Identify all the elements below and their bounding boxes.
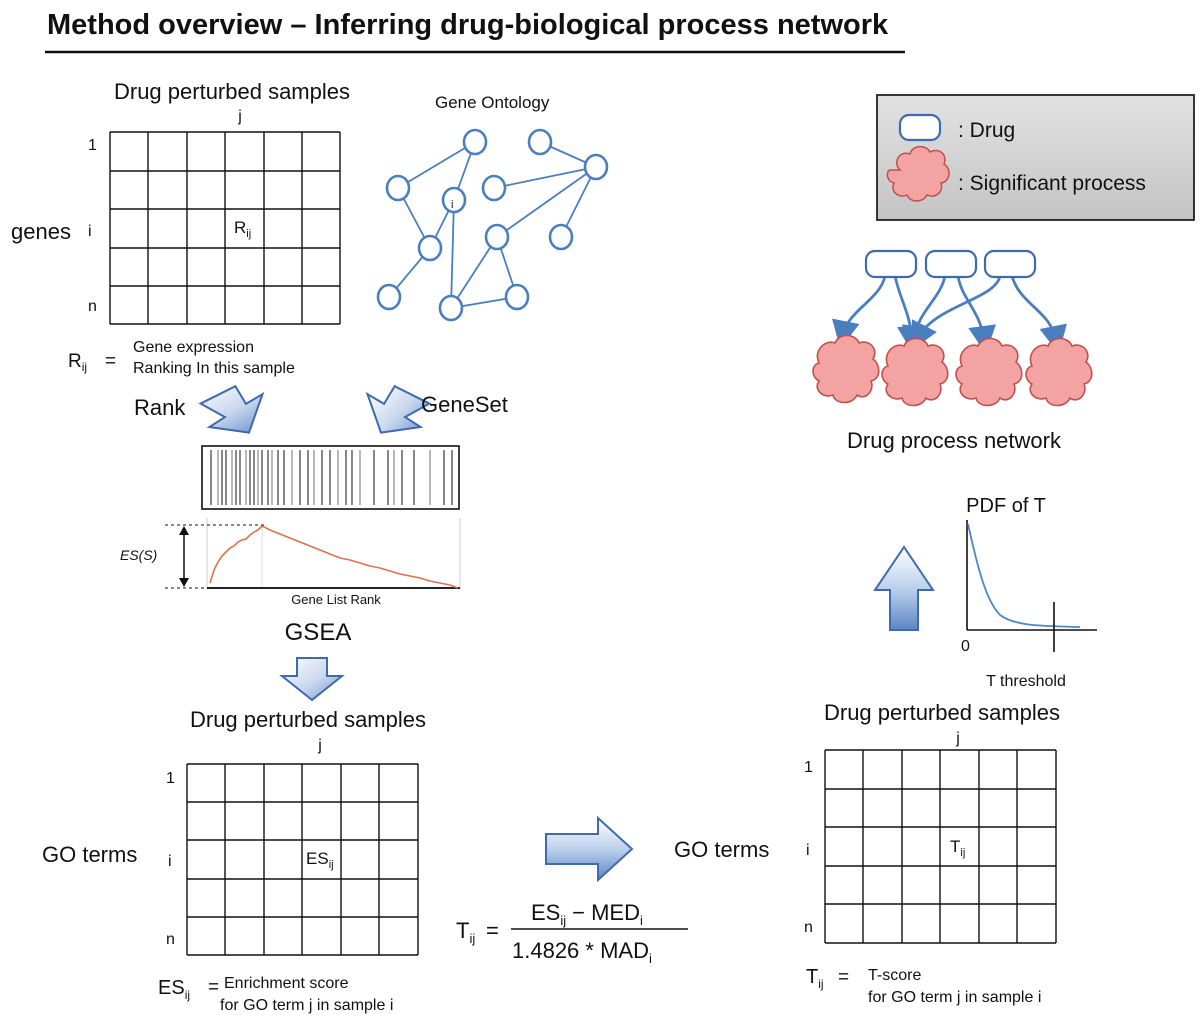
matrix-br-col-index: j [955, 730, 960, 747]
t-score-formula: Tij = ESij− MEDi 1.4826 * MADi [456, 900, 688, 966]
matrix-br-header: Drug perturbed samples [824, 700, 1060, 725]
pdf-curve [967, 523, 1081, 628]
es-symbol: ESij [158, 977, 190, 1002]
legend-drug-label: : Drug [958, 119, 1015, 142]
t-def-line2: for GO term j in sample i [868, 989, 1041, 1006]
right-arrow [545, 815, 634, 883]
gsea-xlabel: Gene List Rank [291, 592, 381, 607]
formula-lhs: Tij [456, 918, 475, 946]
gene-ontology-label: Gene Ontology [435, 93, 550, 112]
gsea-es-plot: ES(S) Gene List Rank [120, 518, 461, 607]
matrix-br-cell: Tij [950, 837, 965, 859]
t-score-matrix: Drug perturbed samples j GO terms 1 i n … [674, 700, 1060, 944]
matrix-br-row-i: i [806, 842, 810, 859]
matrix-br-row-label: GO terms [674, 837, 769, 862]
process-node [812, 334, 880, 404]
gene-ontology-graph: Gene Ontology [376, 93, 609, 322]
matrix-top-header: Drug perturbed samples [114, 79, 350, 104]
matrix-bl-grid [186, 763, 419, 956]
t-equals: = [838, 967, 849, 988]
drug-node [864, 249, 918, 279]
rij-symbol: Rij [68, 351, 87, 374]
es-curve [209, 525, 459, 589]
process-node [955, 337, 1023, 407]
geneset-label: GeneSet [421, 392, 508, 417]
drug-node [983, 249, 1037, 279]
up-arrow [873, 545, 935, 631]
matrix-bl-row-first: 1 [166, 770, 175, 787]
t-symbol: Tij [806, 966, 824, 991]
es-def-line2: for GO term j in sample i [220, 997, 393, 1014]
network-edges [832, 275, 1067, 354]
gsea-name: GSEA [285, 619, 352, 646]
legend-process-icon [886, 145, 950, 202]
pdf-origin: 0 [961, 638, 970, 655]
gene-rank-matrix: Drug perturbed samples j genes 1 i n Rij [11, 79, 350, 325]
matrix-bl-row-label: GO terms [42, 842, 137, 867]
formula-denominator: 1.4826 * MADi [512, 938, 652, 966]
es-matrix: Drug perturbed samples j GO terms 1 i n … [42, 707, 426, 956]
pdf-title: PDF of T [966, 495, 1046, 517]
formula-numerator: ESij− MEDi [531, 900, 643, 928]
process-node [881, 337, 949, 407]
es-definition: ESij = Enrichment score for GO term j in… [158, 975, 393, 1014]
es-label: ES(S) [120, 547, 157, 563]
drug-node [924, 249, 978, 279]
es-equals: = [208, 977, 219, 998]
matrix-br-row-first: 1 [804, 759, 813, 776]
rank-arrow [198, 384, 265, 434]
formula-equals: = [486, 918, 499, 943]
go-nodes [376, 128, 609, 322]
t-def-line1: T-score [868, 967, 921, 984]
matrix-bl-row-last: n [166, 931, 175, 948]
matrix-top-row-last: n [88, 298, 97, 315]
matrix-br-grid [824, 749, 1057, 944]
legend-drug-icon [898, 113, 942, 142]
rij-equals: = [105, 351, 116, 372]
matrix-bl-col-index: j [317, 737, 322, 754]
matrix-top-cell: Rij [234, 218, 251, 240]
pdf-plot: PDF of T 0 T threshold [961, 495, 1097, 690]
down-arrow [279, 657, 345, 702]
gsea-barcode [201, 445, 460, 510]
matrix-bl-cell: ESij [306, 849, 334, 871]
rij-def-line2: Ranking In this sample [133, 360, 295, 377]
network-label: Drug process network [847, 428, 1062, 453]
process-node [1025, 337, 1093, 407]
matrix-top-row-label: genes [11, 219, 71, 244]
matrix-bl-row-i: i [168, 853, 172, 870]
matrix-top-row-i: i [88, 223, 92, 240]
network-drug-nodes [864, 249, 1037, 279]
legend-process-label: : Significant process [958, 172, 1146, 195]
matrix-br-row-last: n [804, 919, 813, 936]
matrix-top-grid [109, 131, 341, 325]
rank-label: Rank [134, 395, 186, 420]
matrix-top-col-index: j [237, 108, 242, 125]
matrix-bl-header: Drug perturbed samples [190, 707, 426, 732]
matrix-top-row-first: 1 [88, 137, 97, 154]
geneset-arrow [365, 384, 432, 434]
rij-def-line1: Gene expression [133, 339, 254, 356]
drug-process-network: Drug process network [812, 249, 1093, 453]
network-process-nodes [812, 334, 1093, 407]
page-title: Method overview – Inferring drug-biologi… [47, 9, 889, 41]
legend: : Drug : Significant process [876, 94, 1195, 221]
rij-definition: Rij = Gene expression Ranking In this sa… [68, 339, 295, 377]
threshold-label: T threshold [986, 673, 1066, 690]
go-node-i-label: i [451, 199, 453, 211]
es-def-line1: Enrichment score [224, 975, 349, 992]
t-definition: Tij = T-score for GO term j in sample i [806, 966, 1041, 1006]
